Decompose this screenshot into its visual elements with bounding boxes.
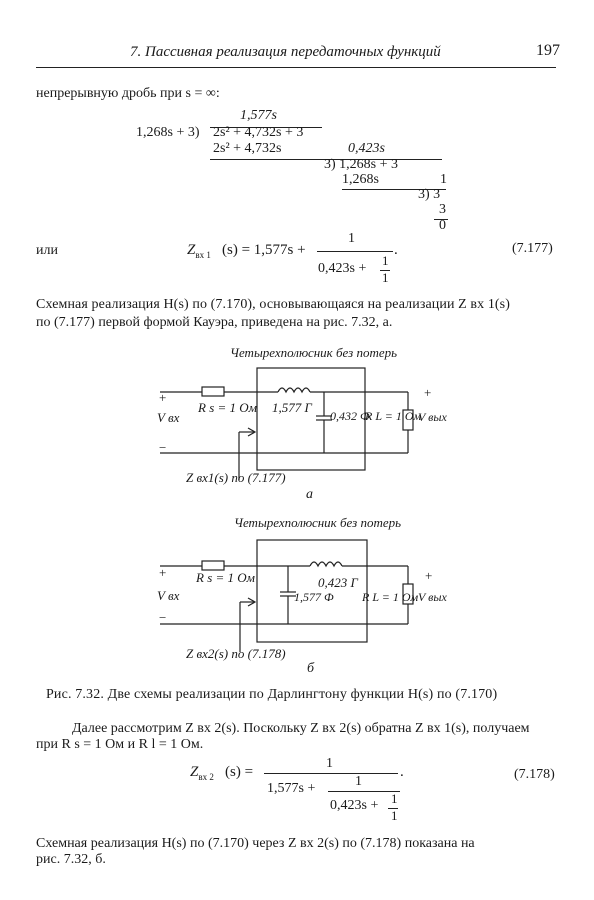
eq177-tail: . <box>394 242 398 258</box>
circuit-b-vin: V вх <box>157 588 180 603</box>
circuit-b-vout: V вых <box>418 590 447 604</box>
divisor-2: 3) 1,268s + 3 <box>324 157 399 172</box>
circuit-b-plus-out: + <box>425 568 433 583</box>
circuit-b-resistor-rs <box>201 560 225 571</box>
para2-line2: при R s = 1 Ом и R l = 1 Ом. <box>36 737 204 752</box>
subtract-3: 3 <box>439 202 446 217</box>
eq178-den-bnum: 1 <box>391 791 398 806</box>
para1-line2: по (7.177) первой формой Кауэра, приведе… <box>36 315 393 330</box>
circuit-b-c: 1,577 Ф <box>294 590 334 604</box>
eq177-num: 1 <box>348 231 355 246</box>
eq177-den-num: 1 <box>382 253 389 268</box>
eq178-frac-bar <box>264 773 398 774</box>
circuit-a-plus-out: + <box>424 385 432 400</box>
circuit-a-zlabel: Z вх1(s) по (7.177) <box>186 470 286 485</box>
eq177-den-den: 1 <box>382 270 389 285</box>
circuit-a-plus-in: + <box>159 390 167 405</box>
circuit-b-z-arrow <box>247 597 257 607</box>
circuit-a-inductor <box>277 387 311 394</box>
division-bar-1 <box>210 127 322 128</box>
dividend: 2s² + 4,732s + 3 <box>213 125 304 140</box>
circuit-a-title: Четырехполюсник без потерь <box>230 345 398 360</box>
divisor-3: 3) 3 <box>418 187 441 202</box>
eq178-label: (7.178) <box>514 767 555 782</box>
eq177-lhs: Zвх 1 <box>187 242 211 260</box>
circuit-a-rs: R s = 1 Ом <box>198 400 257 415</box>
eq177-lead: или <box>36 243 58 258</box>
top-quotient: 1,577s <box>240 108 277 123</box>
eq177-label: (7.177) <box>512 241 553 256</box>
circuit-a-letter: а <box>306 487 313 502</box>
eq177-lhs-arg: (s) = 1,577s + <box>222 242 306 258</box>
circuit-a-rl: R L = 1 Ом <box>365 409 422 423</box>
circuit-a-z-arrow <box>247 427 257 437</box>
circuit-b-l: 0,423 Г <box>318 575 358 590</box>
circuit-b-zlabel: Z вх2(s) по (7.178) <box>186 646 286 661</box>
circuit-b-box <box>256 539 368 643</box>
figure-caption: Рис. 7.32. Две схемы реализации по Дарли… <box>46 687 498 702</box>
quotient-2: 0,423s <box>348 141 385 156</box>
eq178-tail: . <box>400 764 404 780</box>
running-title: 7. Пассивная реализация передаточных фун… <box>130 44 441 60</box>
eq178-den-a: 1,577s + <box>267 781 316 796</box>
circuit-a-minus-in: − <box>159 440 167 455</box>
eq178-den-num: 1 <box>355 774 362 789</box>
circuit-a-box <box>256 367 366 471</box>
para3-line2: рис. 7.32, б. <box>36 852 106 867</box>
circuit-diagram-b <box>160 539 414 652</box>
circuit-b-title: Четырехполюсник без потерь <box>234 515 402 530</box>
para2-line1: Далее рассмотрим Z вх 2(s). Поскольку Z … <box>72 721 530 736</box>
eq178-den-b: 0,423s + <box>330 798 379 813</box>
eq177-den-a: 0,423s + <box>318 261 367 276</box>
quotient-3: 1 <box>440 172 447 187</box>
circuit-b-rl: R L = 1 Ом <box>362 590 419 604</box>
eq177-frac-bar <box>317 251 393 252</box>
header-rule <box>36 67 556 69</box>
para3-line1: Схемная реализация H(s) по (7.170) через… <box>36 836 475 851</box>
eq178-num: 1 <box>326 756 333 771</box>
circuit-b-rs: R s = 1 Ом <box>196 570 255 585</box>
circuit-b-inductor <box>309 561 343 568</box>
subtract-2: 1,268s <box>342 172 379 187</box>
circuit-a-l: 1,577 Г <box>272 400 312 415</box>
intro-line: непрерывную дробь при s = ∞: <box>36 86 220 101</box>
division-bar-3 <box>342 189 446 190</box>
circuit-a-vin: V вх <box>157 410 180 425</box>
remainder: 0 <box>439 218 446 233</box>
para1-line1: Схемная реализация H(s) по (7.170), осно… <box>36 297 510 312</box>
division-bar-2 <box>210 159 442 160</box>
eq178-den-bden: 1 <box>391 808 398 823</box>
eq178-inner-bar <box>388 808 398 809</box>
circuit-b-letter: б <box>307 661 315 676</box>
eq177-inner-bar <box>380 270 390 271</box>
circuit-a-resistor-rs <box>201 386 225 397</box>
eq178-mid-bar <box>328 791 400 792</box>
left-quotient: 1,268s + 3) <box>136 125 200 140</box>
division-bar-4 <box>434 219 448 220</box>
circuit-a-c: 0,432 Ф <box>330 409 370 423</box>
circuit-b-plus-in: + <box>159 565 167 580</box>
circuit-b-minus-in: − <box>159 610 167 625</box>
subtract-1: 2s² + 4,732s <box>213 141 282 156</box>
circuit-diagram-a <box>160 367 414 480</box>
eq178-lhs-arg: (s) = <box>225 764 254 780</box>
eq178-lhs: Zвх 2 <box>190 764 214 782</box>
page-number: 197 <box>536 42 560 59</box>
circuit-a-vout: V вых <box>418 410 447 424</box>
